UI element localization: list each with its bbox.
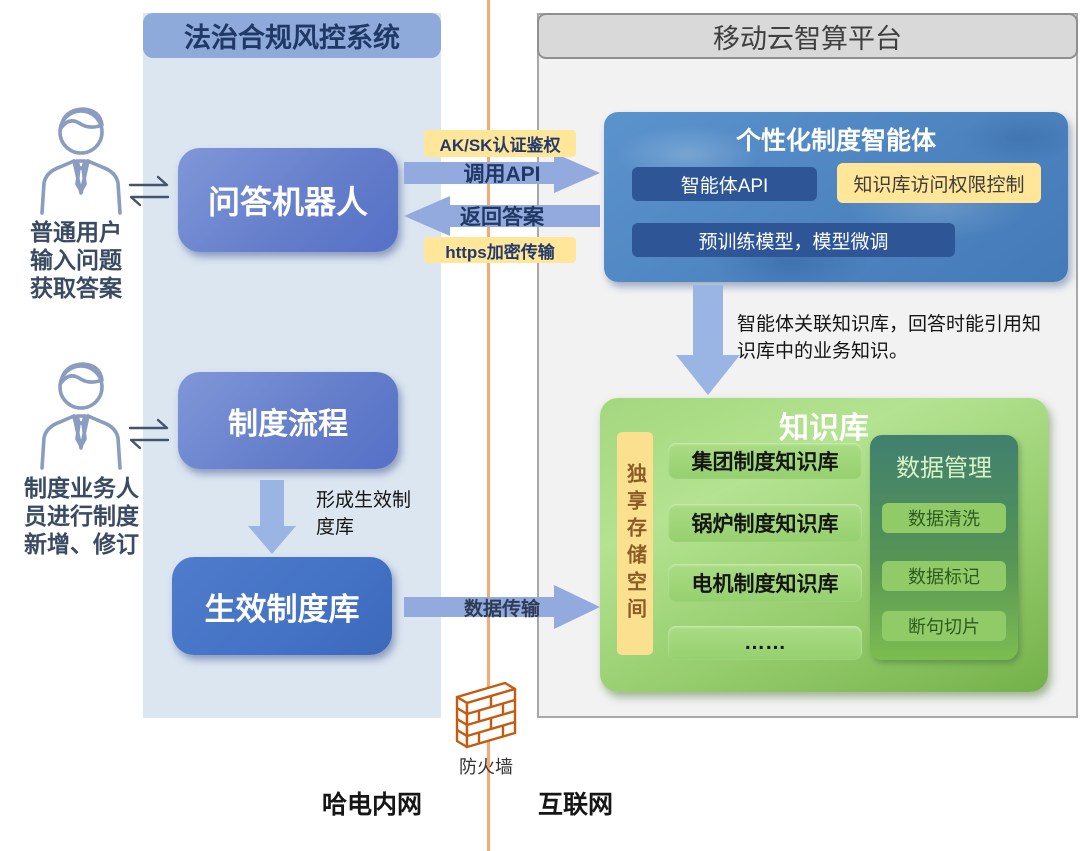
- bidirectional-arrow-icon: [128, 175, 170, 207]
- data-management-title: 数据管理: [896, 455, 992, 482]
- firewall-label: 防火墙: [459, 757, 513, 777]
- user-caption-line: 普通用户: [30, 219, 122, 245]
- agent-title: 个性化制度智能体: [735, 127, 936, 155]
- left-arrow-shape: [404, 196, 600, 236]
- data-mgmt-item: 数据清洗: [882, 503, 1006, 533]
- user-caption: 普通用户 输入问题 获取答案: [30, 218, 160, 302]
- effective-policy-repo-box: 生效制度库: [172, 557, 392, 655]
- kb-item-more: ……: [668, 626, 862, 660]
- down-arrow-shape: [248, 480, 296, 554]
- kb-access-control-chip: 知识库访问权限控制: [837, 163, 1041, 203]
- personalized-agent-box: 个性化制度智能体 智能体API 知识库访问权限控制 预训练模型，模型微调: [604, 112, 1068, 282]
- data-management-box: 数据管理 数据清洗 数据标记 断句切片: [870, 435, 1018, 660]
- data-transfer-arrow: 数据传输: [404, 585, 600, 629]
- https-encrypt-tag: https加密传输: [424, 237, 576, 263]
- user-person-icon: [40, 107, 122, 215]
- process-to-repo-arrow: [248, 480, 296, 554]
- kb-item: 电机制度知识库: [668, 564, 862, 602]
- kb-title: 知识库: [779, 412, 869, 445]
- right-arrow-shape: [404, 153, 600, 193]
- staff-caption-line: 新增、修订: [24, 531, 139, 558]
- return-answer-label: 返回答案: [460, 206, 544, 229]
- internet-label: 互联网: [538, 791, 614, 819]
- agent-to-kb-arrow: [676, 285, 740, 395]
- form-repo-note: 形成生效制度库: [316, 490, 412, 538]
- kb-item: 锅炉制度知识库: [668, 504, 862, 542]
- aksk-auth-tag: AK/SK认证鉴权: [424, 130, 576, 157]
- bidirectional-arrow-icon: [128, 418, 170, 450]
- staff-caption: 制度业务人 员进行制度 新增、修订: [24, 474, 164, 558]
- firewall-icon: [455, 681, 517, 749]
- staff-person-icon: [40, 362, 122, 470]
- kb-item: 集团制度知识库: [668, 443, 862, 479]
- down-arrow-shape: [676, 285, 740, 395]
- call-api-arrow: 调用API: [404, 153, 600, 193]
- return-answer-arrow: 返回答案: [404, 196, 600, 236]
- policy-process-box: 制度流程: [178, 372, 398, 469]
- agent-api-chip: 智能体API: [632, 167, 817, 201]
- qa-robot-box: 问答机器人: [178, 148, 398, 252]
- right-zone-title: 移动云智算平台: [537, 13, 1078, 59]
- agent-kb-note: 智能体关联知识库，回答时能引用知识库中的业务知识。: [737, 314, 1042, 362]
- network-divider-line: [487, 0, 490, 851]
- call-api-label: 调用API: [463, 163, 541, 186]
- right-arrow-shape: [404, 585, 600, 629]
- intranet-label: 哈电内网: [322, 791, 423, 819]
- user-caption-line: 输入问题: [30, 247, 122, 274]
- staff-caption-line: 员进行制度: [24, 503, 139, 530]
- data-mgmt-item: 数据标记: [882, 561, 1006, 591]
- knowledge-base-box: 知识库 独享存储空间 集团制度知识库 锅炉制度知识库 电机制度知识库 …… 数据…: [600, 398, 1048, 692]
- exclusive-storage-strip: 独享存储空间: [617, 432, 653, 655]
- data-mgmt-item: 断句切片: [882, 611, 1006, 641]
- data-transfer-label: 数据传输: [463, 598, 540, 620]
- left-zone-title: 法治合规风控系统: [143, 13, 441, 58]
- user-caption-line: 获取答案: [30, 275, 122, 302]
- staff-caption-line: 制度业务人: [24, 475, 139, 501]
- pretrain-model-chip: 预训练模型，模型微调: [632, 223, 955, 257]
